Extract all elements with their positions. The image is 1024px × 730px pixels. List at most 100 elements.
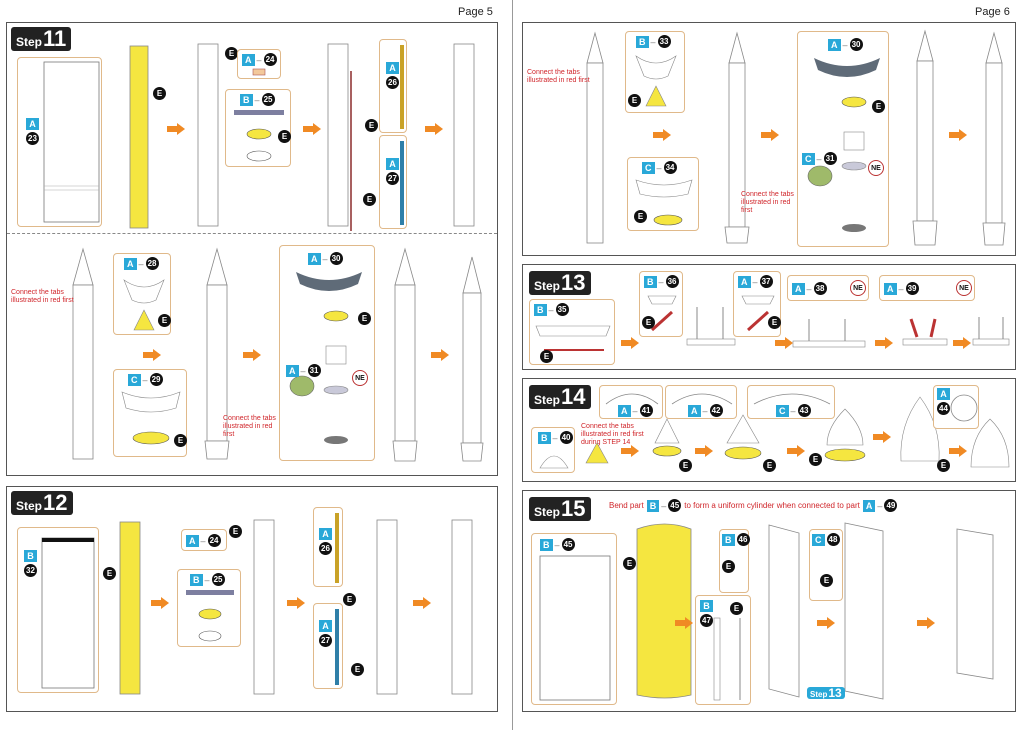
sheet-letter: A xyxy=(738,275,751,288)
part-24-box: A–24 xyxy=(237,49,281,79)
part-29-label: C–29 xyxy=(128,373,163,386)
tube-drawing xyxy=(327,43,352,231)
nose-cone-drawing xyxy=(900,396,940,462)
e-badge: E xyxy=(642,316,655,329)
rail-part-drawing xyxy=(713,617,741,701)
rocket-drawing xyxy=(392,247,418,462)
e-badge: E xyxy=(365,119,378,132)
sheet-letter: B xyxy=(644,275,657,288)
part-44-label: A 44 xyxy=(937,388,950,415)
part-28-box: A–28 E xyxy=(113,253,171,335)
dash: – xyxy=(138,258,144,269)
rocket-drawing xyxy=(982,31,1006,246)
nose-assembly-drawing xyxy=(652,418,682,457)
sheet-letter: B xyxy=(534,303,547,316)
sheet-letter: B xyxy=(722,533,735,546)
page-number-left: Page 5 xyxy=(458,6,493,18)
part-26-label: A 26 xyxy=(386,62,399,89)
skirt-part-drawing xyxy=(121,391,181,445)
part-number: 37 xyxy=(759,275,773,288)
e-badge: E xyxy=(730,602,743,615)
part-24-label: A–24 xyxy=(242,53,277,66)
part-27-box: A 27 xyxy=(379,135,407,229)
cap-part-drawing xyxy=(539,455,569,469)
part-number: 26 xyxy=(319,542,332,555)
e-badge: E xyxy=(679,459,692,472)
part-26-box: A 26 xyxy=(379,39,407,133)
part-43-label: C–43 xyxy=(776,404,811,417)
tube-drawing xyxy=(451,519,473,695)
part-25-box: B–25 E xyxy=(225,89,291,167)
connect-tabs-note: Connect the tabs illustrated in red firs… xyxy=(11,289,74,304)
sheet-letter: B xyxy=(700,600,713,612)
part-30-label: A–30 xyxy=(308,252,343,265)
part-number: 27 xyxy=(386,172,399,185)
rocket-nose-drawing xyxy=(586,31,604,244)
e-badge: E xyxy=(225,47,238,60)
rocket-drawing xyxy=(204,247,230,460)
bracket-part-drawing xyxy=(647,295,677,332)
sheet-letter: A xyxy=(862,499,876,512)
e-badge: E xyxy=(103,567,116,580)
part-number: 49 xyxy=(884,499,898,512)
tube-drawing xyxy=(253,519,275,695)
part-45-ref: B–45 xyxy=(646,499,682,512)
sheet-letter: A xyxy=(286,364,299,377)
part-45-label: B–45 xyxy=(540,538,575,551)
dash: – xyxy=(661,500,667,511)
dash: – xyxy=(877,500,883,511)
yellow-tube-drawing xyxy=(119,521,141,695)
sheet-letter: A xyxy=(688,404,701,417)
disc-part-drawing xyxy=(950,394,978,422)
part-31-label: C–31 xyxy=(802,152,837,165)
part-number: 46 xyxy=(736,533,750,546)
e-badge: E xyxy=(153,87,166,100)
part-number: 29 xyxy=(149,373,163,386)
connect-tabs-note: Connect the tabs illustrated in red firs… xyxy=(527,69,590,84)
sheet-letter: A xyxy=(618,404,631,417)
teal-strut-drawing xyxy=(335,609,339,685)
sheet-letter: B xyxy=(636,35,649,48)
skirt-part-drawing xyxy=(635,179,693,226)
gold-strut-drawing xyxy=(335,513,339,583)
part-number: 30 xyxy=(329,252,343,265)
teal-strut-drawing xyxy=(400,141,404,225)
part-35-box: B–35 E xyxy=(529,299,615,365)
part-33-box: B–33 E xyxy=(625,31,685,113)
e-badge: E xyxy=(634,210,647,223)
sheet-letter: C xyxy=(776,404,789,417)
sheet-letter: A xyxy=(242,53,255,66)
dash: – xyxy=(816,153,822,164)
sheet-letter: A xyxy=(884,282,897,295)
dash: – xyxy=(632,405,638,416)
part-28-label: A–28 xyxy=(124,257,159,270)
part-number: 38 xyxy=(813,282,827,295)
e-badge: E xyxy=(820,574,833,587)
dash: – xyxy=(300,365,306,376)
step-number: 13 xyxy=(561,270,586,295)
part-number: 26 xyxy=(386,76,399,89)
step-word: Step xyxy=(16,499,43,513)
cone-part-drawing xyxy=(635,55,677,107)
rocket-drawing xyxy=(724,31,750,244)
part-37-label: A–37 xyxy=(738,275,773,288)
sheet-letter: B xyxy=(240,93,253,106)
sheet-letter: A xyxy=(792,282,805,295)
part-40-box: B–40 xyxy=(531,427,575,473)
ne-badge: NE xyxy=(868,160,884,176)
part-number: 39 xyxy=(905,282,919,295)
part-25-label: B–25 xyxy=(190,573,225,586)
yellow-cone-drawing xyxy=(585,442,609,464)
page-number-right: Page 6 xyxy=(975,6,1010,18)
part-number: 32 xyxy=(24,564,37,577)
e-badge: E xyxy=(937,459,950,472)
flat-sheet-drawing xyxy=(41,537,95,689)
bend-instruction: Bend part B–45 to form a uniform cylinde… xyxy=(609,499,898,512)
step-word: Step xyxy=(534,279,561,293)
part-34-label: C–34 xyxy=(642,161,677,174)
nose-cone-drawing xyxy=(970,418,1010,468)
dash: – xyxy=(204,574,210,585)
